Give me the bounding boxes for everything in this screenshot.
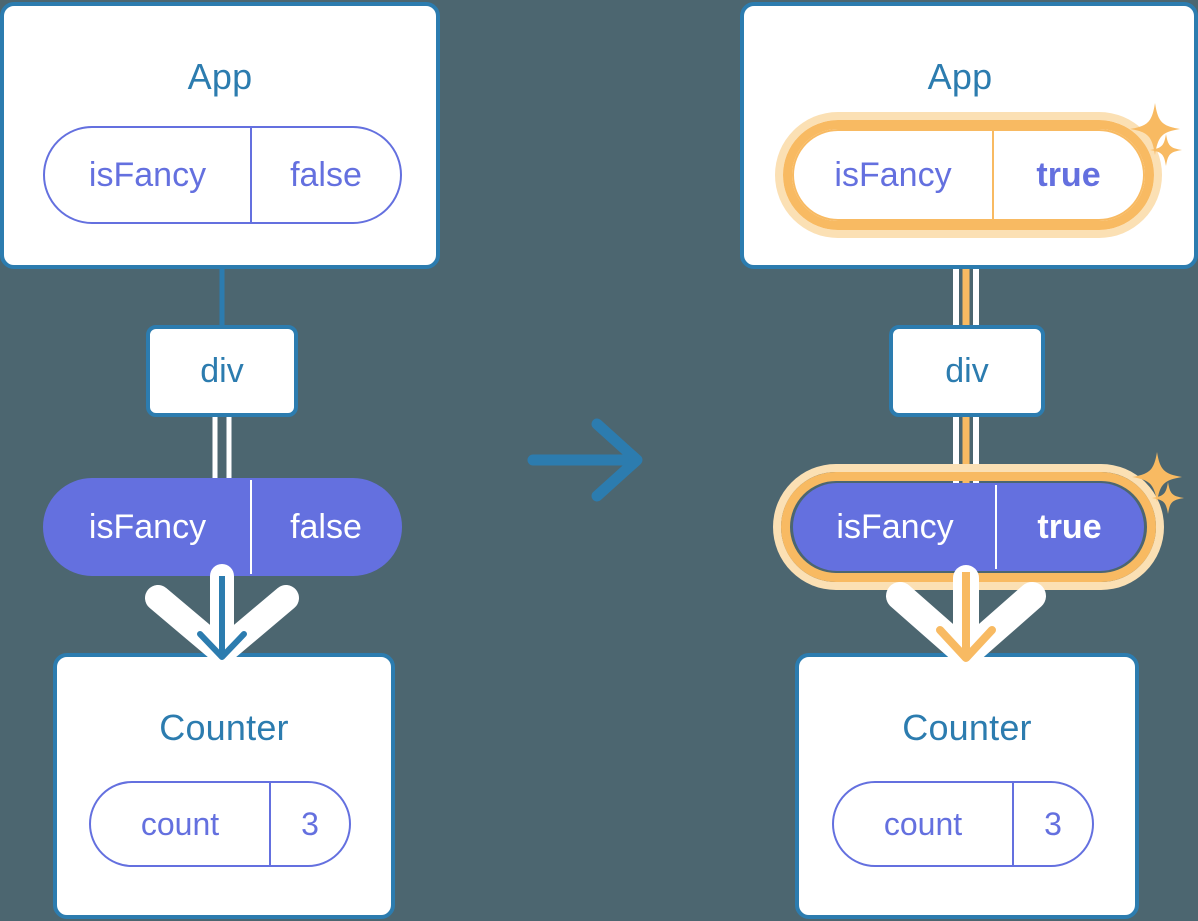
flow-arrow-before bbox=[197, 576, 247, 660]
sparkle-small-icon bbox=[1150, 134, 1182, 166]
counter-title-before: Counter bbox=[159, 707, 289, 748]
prop-value-before: false bbox=[250, 480, 400, 574]
app-state-key-before: isFancy bbox=[88, 155, 207, 194]
prop-value-after: true bbox=[995, 485, 1142, 569]
counter-state-key-before: count bbox=[140, 805, 220, 842]
div-panel-before bbox=[146, 325, 298, 417]
app-title-after: App bbox=[927, 56, 993, 97]
prop-pill-before[interactable]: isFancy false bbox=[43, 478, 402, 576]
counter-title-after: Counter bbox=[902, 707, 1032, 748]
counter-state-value-after: 3 bbox=[1012, 783, 1092, 865]
counter-state-pill-before[interactable]: count 3 bbox=[89, 781, 351, 867]
prop-key-after: isFancy bbox=[836, 507, 954, 546]
prop-key-before: isFancy bbox=[88, 507, 207, 546]
counter-state-key-after: count bbox=[883, 805, 963, 842]
sparkle-small-icon bbox=[1152, 482, 1184, 514]
app-state-pill-before[interactable]: isFancy false bbox=[43, 126, 402, 224]
app-title-before: App bbox=[187, 56, 253, 97]
div-panel-after bbox=[889, 325, 1045, 417]
counter-state-pill-after[interactable]: count 3 bbox=[832, 781, 1094, 867]
app-state-value-after: true bbox=[992, 131, 1143, 219]
app-state-pill-after[interactable]: isFancy true bbox=[792, 129, 1145, 221]
sparkle-large-icon bbox=[1130, 103, 1180, 155]
sparkle-large-icon bbox=[1132, 452, 1182, 502]
div-label-after: div bbox=[945, 351, 989, 390]
prop-pill-after[interactable]: isFancy true bbox=[793, 483, 1144, 571]
flow-arrow-after bbox=[936, 572, 996, 662]
counter-state-value-before: 3 bbox=[269, 783, 349, 865]
div-label-before: div bbox=[200, 351, 244, 390]
app-state-value-before: false bbox=[250, 128, 400, 222]
app-state-key-after: isFancy bbox=[834, 155, 952, 194]
